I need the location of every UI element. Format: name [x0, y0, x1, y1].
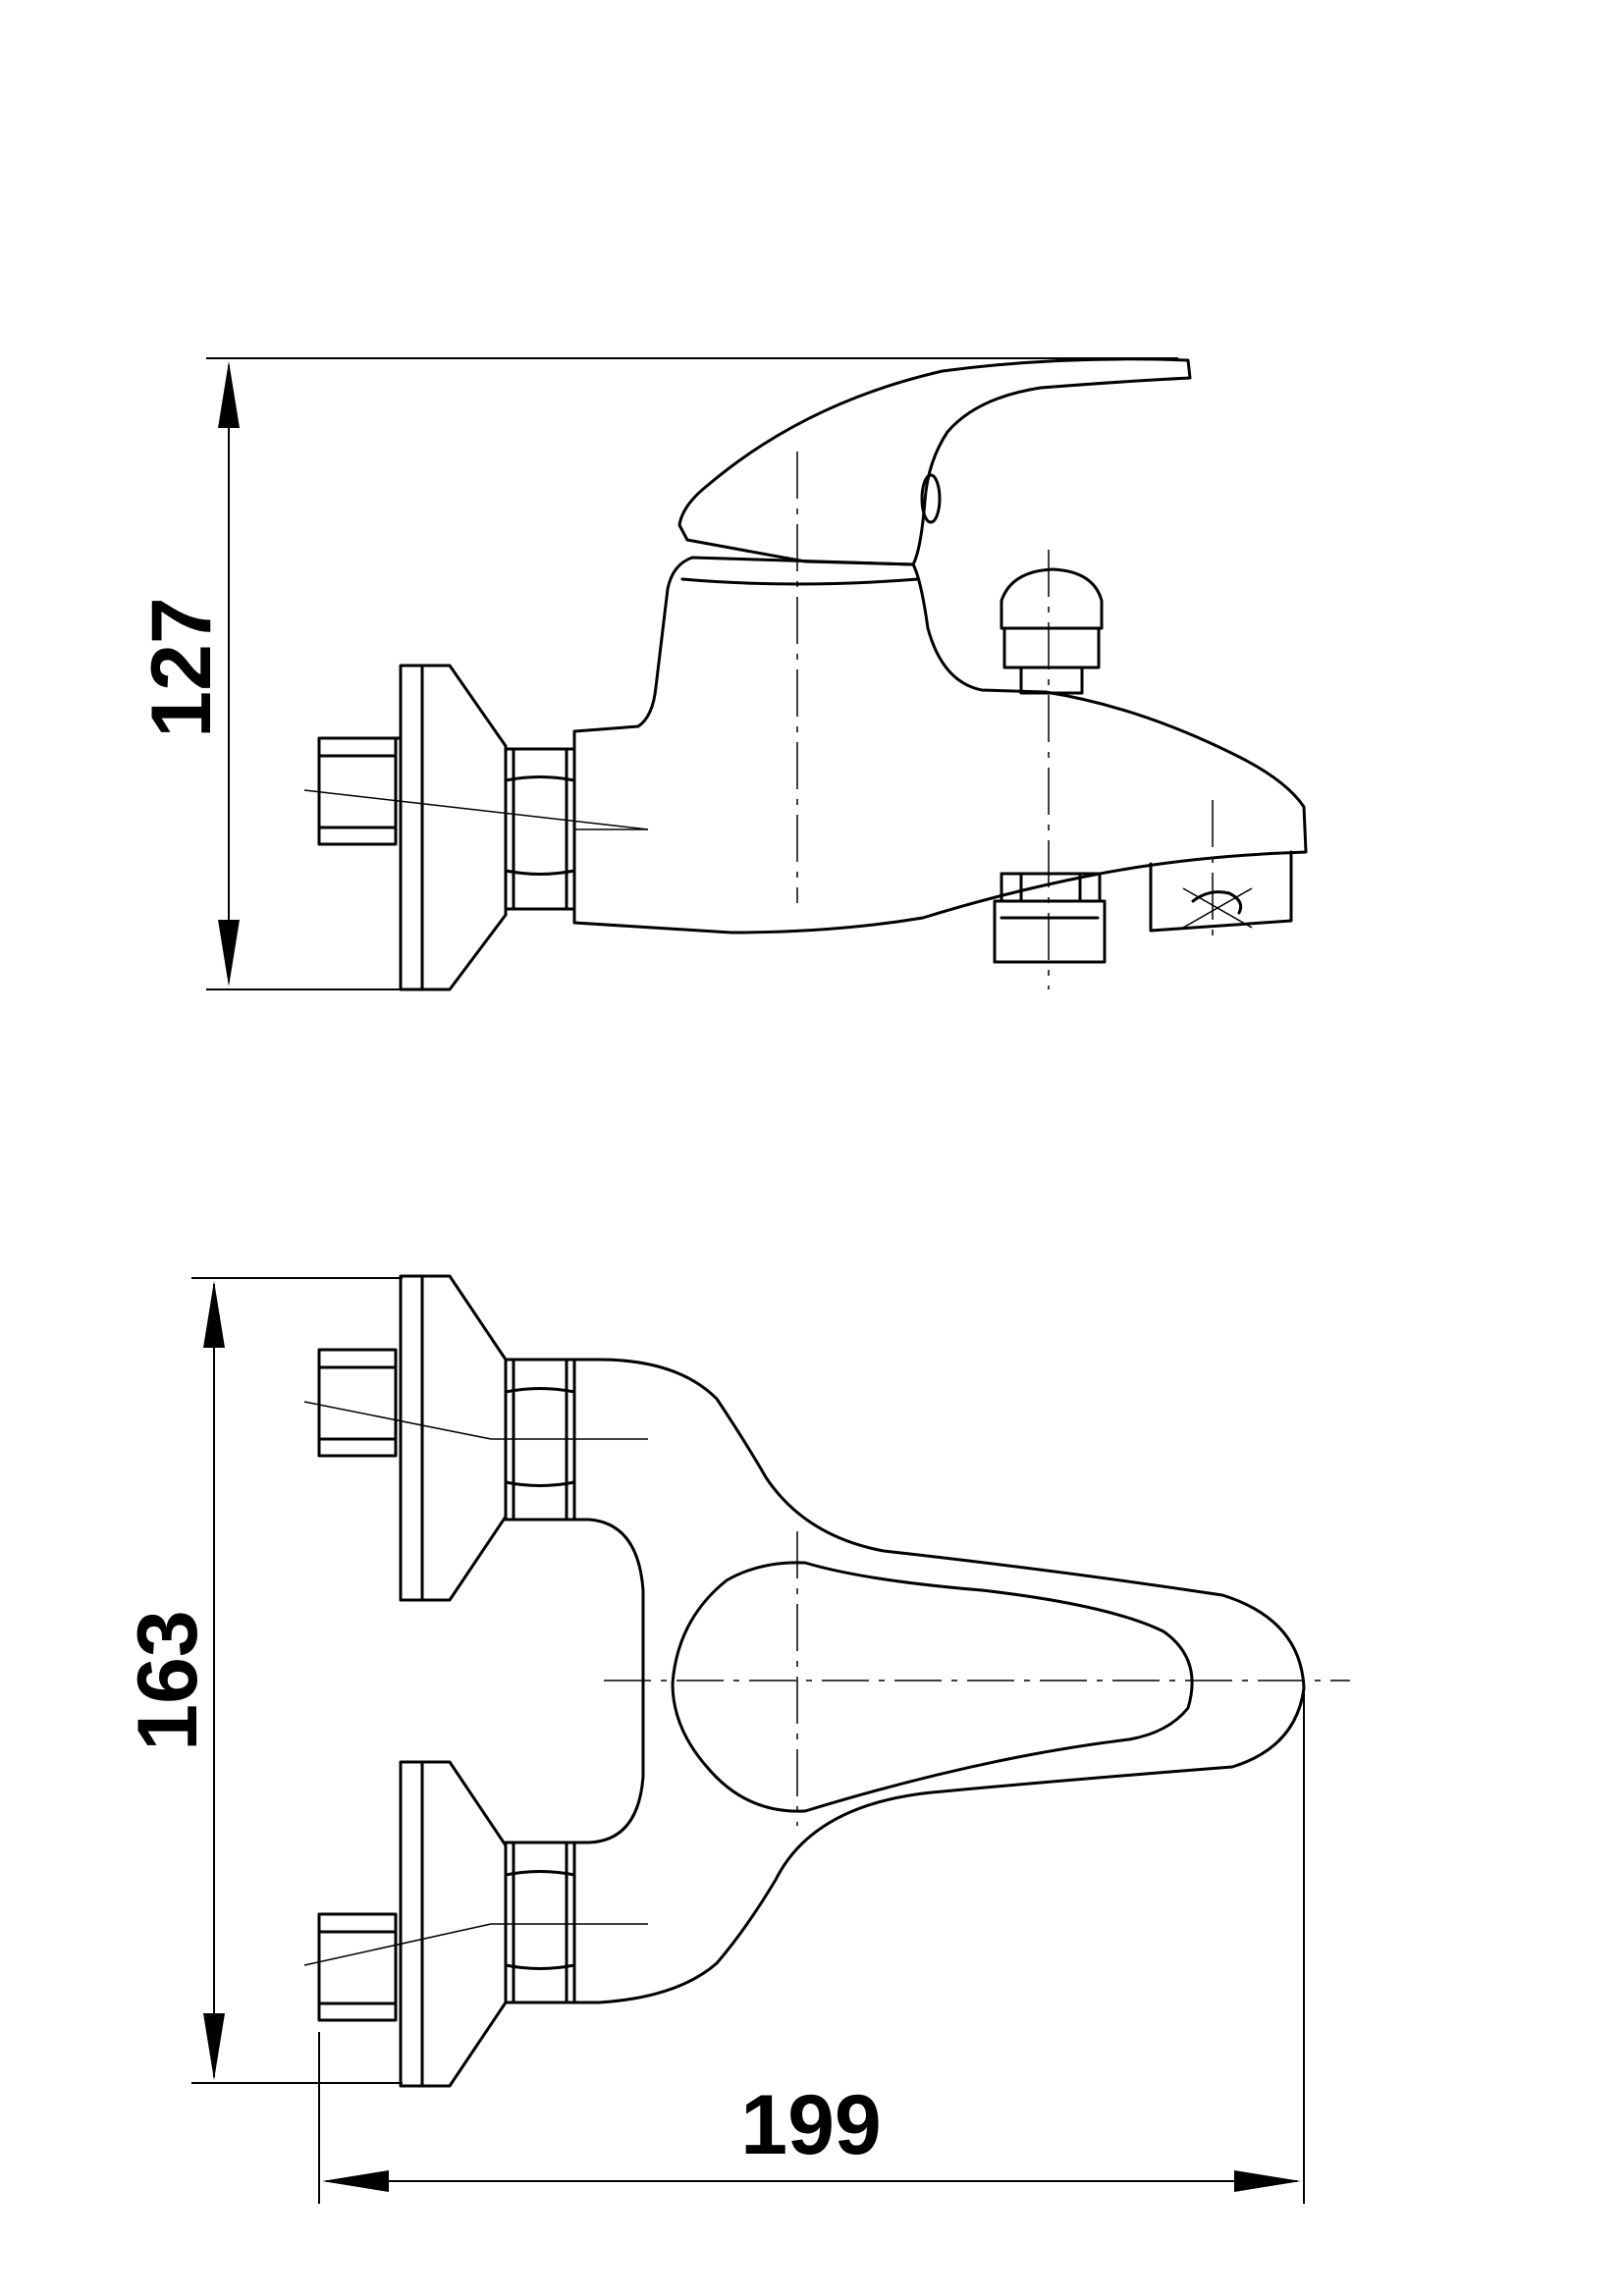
diverter-knob-side — [1000, 567, 1104, 695]
aerator-side — [1149, 850, 1293, 933]
mixer-body-top — [572, 1358, 1306, 2004]
inlet-stub-side — [317, 736, 403, 846]
inlet-stub-top-lower — [317, 1912, 398, 2022]
dimension-height-side: 127 — [135, 357, 1178, 990]
dimension-label-199: 199 — [740, 2078, 882, 2172]
lever-pin — [920, 473, 942, 524]
spout-outlet-side — [993, 872, 1107, 964]
dimension-height-top: 163 — [121, 1277, 403, 2084]
mixer-bridge-top — [572, 1518, 645, 1844]
lever-handle-side — [677, 357, 1192, 566]
hex-nut-side — [504, 747, 576, 911]
inlet-stub-top-upper — [317, 1348, 398, 1458]
lever-handle-top — [671, 1561, 1194, 1813]
hex-nut-top-lower — [504, 1841, 576, 2004]
side-view: 127 — [135, 357, 1308, 991]
dimension-label-163: 163 — [121, 1610, 215, 1751]
wall-flange-top-upper — [399, 1274, 508, 1602]
wall-flange-side — [399, 664, 508, 991]
top-view: 163 199 — [121, 1274, 1350, 2204]
mixer-body-side — [572, 556, 1308, 934]
dimension-label-127: 127 — [135, 597, 229, 738]
dimension-width-top: 199 — [318, 1688, 1305, 2204]
